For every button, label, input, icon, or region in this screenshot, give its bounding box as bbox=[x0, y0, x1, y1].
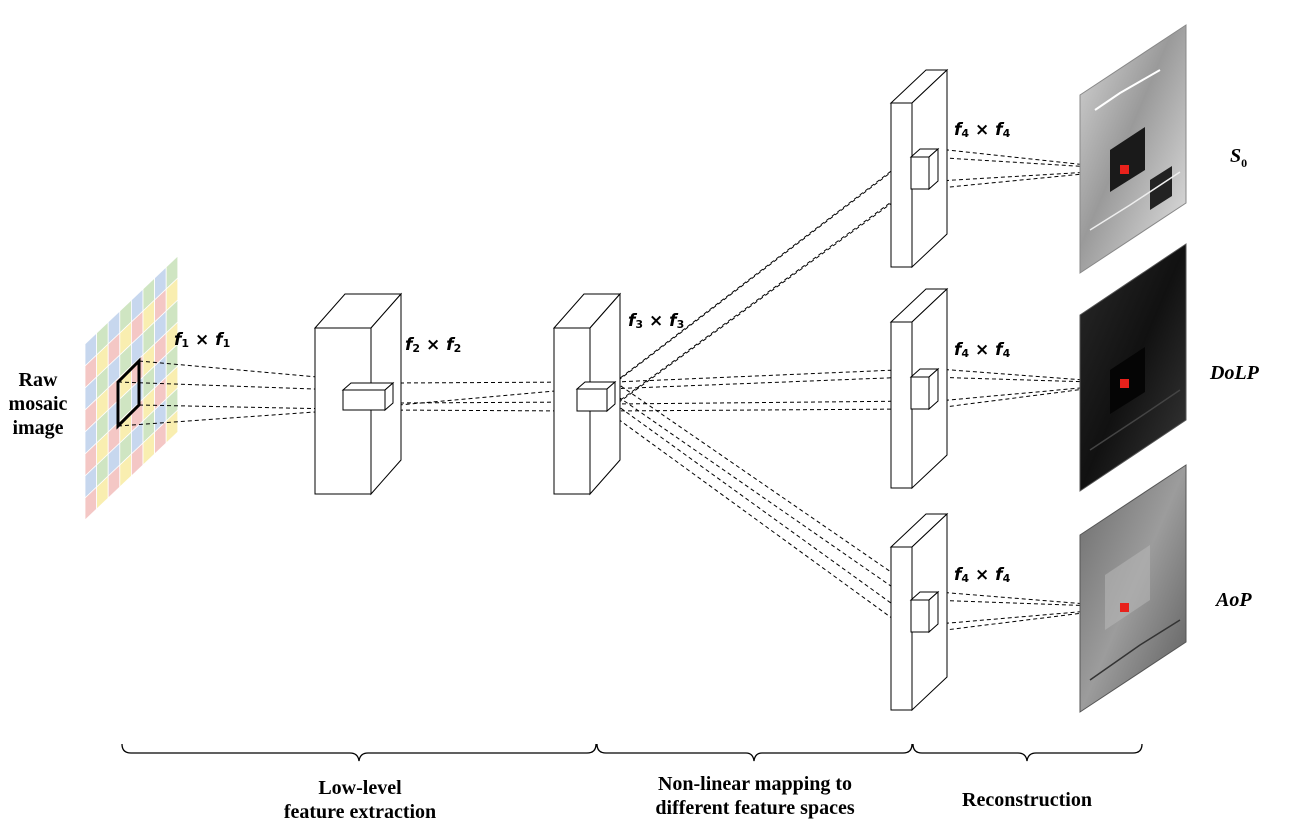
filter-label-f4-bottom: f4 × f4 bbox=[954, 565, 1011, 585]
raw-mosaic-image bbox=[84, 255, 179, 521]
brace-reconstruction bbox=[912, 743, 1143, 762]
output-label-aop: AoP bbox=[1216, 589, 1252, 611]
filter-label-f3: f3 × f3 bbox=[628, 311, 685, 331]
filter-label-f2: f2 × f2 bbox=[405, 335, 462, 355]
connection-f3-to-aop bbox=[606, 381, 921, 633]
output-image-dolp bbox=[1079, 243, 1187, 492]
dashed-connections bbox=[117, 148, 1125, 633]
kernel-cube-f3 bbox=[575, 380, 617, 413]
filter-label-f4-middle: f4 × f4 bbox=[954, 340, 1011, 360]
mosaic-cell bbox=[165, 409, 179, 444]
kernel-cube-f4-dolp bbox=[909, 367, 940, 411]
stage-braces bbox=[121, 743, 1143, 762]
kernel-cube-f4-aop bbox=[909, 590, 940, 634]
input-label: Raw mosaic image bbox=[0, 368, 76, 440]
output-label-s0: S0 bbox=[1230, 145, 1248, 170]
input-label-line-2: mosaic bbox=[8, 393, 68, 415]
filter-label-f1: f1 × f1 bbox=[174, 330, 231, 350]
dolp-pixel-marker bbox=[1120, 379, 1129, 388]
connection-f3-to-dolp bbox=[606, 368, 921, 412]
kernel-cube-f2 bbox=[341, 381, 395, 412]
output-image-s0 bbox=[1079, 24, 1187, 274]
brace-nonlinear bbox=[596, 743, 913, 762]
stage-label-low-level: Low-level feature extraction bbox=[283, 777, 437, 823]
connection-f3-to-s0 bbox=[606, 148, 921, 412]
stage-label-nonlinear: Non-linear mapping to different feature … bbox=[655, 773, 855, 819]
brace-low-level bbox=[121, 743, 597, 762]
filter-label-f4-top: f4 × f4 bbox=[954, 120, 1011, 140]
s0-pixel-marker bbox=[1120, 165, 1129, 174]
output-image-aop bbox=[1079, 464, 1187, 713]
aop-pixel-marker bbox=[1120, 603, 1129, 612]
output-label-dolp: DoLP bbox=[1210, 362, 1259, 384]
stage-label-reconstruction: Reconstruction bbox=[962, 789, 1092, 811]
input-label-line-1: Raw bbox=[18, 369, 58, 391]
input-label-line-3: image bbox=[12, 417, 64, 439]
feature-blocks bbox=[313, 68, 949, 712]
kernel-cube-f4-s0 bbox=[909, 147, 940, 191]
